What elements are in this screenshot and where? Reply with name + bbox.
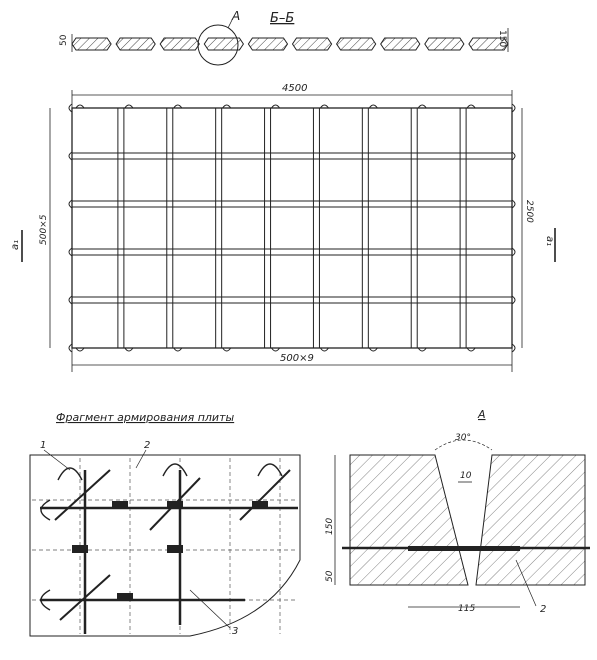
section-label: Б–Б [270, 11, 294, 26]
detail-a: А 30° 10 150 50 115 2 [325, 408, 590, 615]
section-dim-left: 50 [59, 34, 69, 46]
fragment-loop [162, 463, 188, 477]
edge-loop [222, 347, 232, 352]
edge-loop [75, 104, 85, 109]
cut-mark-right: а₁ [544, 236, 555, 246]
fragment-loop [40, 499, 51, 521]
detail-title: А [477, 408, 486, 421]
edge-loop [368, 347, 378, 352]
edge-loop [68, 103, 73, 113]
slab-segment [380, 37, 421, 51]
edge-loop [511, 199, 516, 209]
detail-weld [408, 546, 520, 551]
edge-loop [466, 347, 476, 352]
fragment-loop [40, 589, 51, 611]
fragment-leader-2 [135, 449, 147, 469]
fragment-label-2: 2 [144, 440, 150, 451]
edge-loop [68, 199, 73, 209]
detail-leader [515, 559, 537, 607]
edge-loop [68, 151, 73, 161]
fragment-diagonal [239, 469, 291, 521]
fragment-label-1: 1 [40, 440, 46, 451]
plan-height-dim-right: 2500 [524, 200, 534, 223]
edge-loop [271, 347, 280, 352]
callout-leader [227, 19, 233, 29]
fragment-diagonal [54, 469, 111, 521]
detail-angle: 30° [455, 433, 471, 443]
fragment-weld [117, 593, 133, 601]
plan-outline [71, 107, 513, 349]
callout-circle [197, 24, 239, 66]
slab-segment [71, 37, 112, 51]
section-view: А Б–Б 50 150 [59, 9, 509, 66]
edge-loop [222, 104, 232, 109]
slab-segment [159, 37, 200, 51]
edge-loop [466, 104, 476, 109]
section-dim-right: 150 [497, 30, 507, 47]
slab-segments [71, 37, 509, 51]
edge-loop [511, 103, 516, 113]
fragment-weld [72, 545, 88, 553]
slab-segment [203, 37, 245, 51]
fragment-leader-3 [189, 589, 231, 629]
fragment-leader-1 [43, 449, 71, 471]
edge-loop [511, 247, 516, 257]
plan-grid [68, 103, 516, 353]
edge-loop [173, 104, 183, 109]
callout-label: А [231, 9, 240, 23]
edge-loop [511, 151, 516, 161]
edge-loop [417, 104, 427, 109]
fragment-diagonal [59, 574, 111, 621]
slab-segment [291, 37, 333, 51]
edge-loop [68, 343, 73, 353]
cut-mark-left: а₁ [10, 240, 21, 250]
slab-segment [468, 37, 509, 51]
fragment-weld [252, 501, 268, 509]
slab-segment [115, 37, 156, 51]
detail-gap-top: 10 [460, 471, 472, 481]
edge-loop [368, 104, 378, 109]
slab-segment [335, 37, 377, 51]
plan-length-dim: 500×9 [280, 353, 314, 364]
detail-width: 115 [458, 604, 475, 614]
reinforcement-fragment: Фрагмент армирования плиты 1 2 3 [29, 411, 301, 637]
fragment-weld [167, 501, 183, 509]
edge-loop [320, 347, 329, 352]
fragment-body [32, 458, 298, 634]
edge-loop [124, 347, 134, 352]
detail-block-left [349, 454, 469, 586]
fragment-weld [112, 501, 128, 509]
fragment-loop [57, 467, 83, 481]
fragment-loop [257, 463, 283, 477]
detail-block-right [475, 454, 586, 586]
edge-loop [124, 104, 134, 109]
plan-width-dim: 4500 [282, 83, 307, 94]
fragment-weld [167, 545, 183, 553]
edge-loop [68, 295, 73, 305]
plan-height-dim-left: 500×5 [39, 214, 49, 245]
edge-loop [320, 104, 329, 109]
edge-loop [68, 247, 73, 257]
slab-segment [424, 37, 465, 51]
edge-loop [271, 104, 280, 109]
plan-view: 4500 500×5 2500 а₁ а₁ 500×9 [10, 83, 556, 372]
detail-height: 150 [325, 518, 335, 535]
detail-label: 2 [540, 604, 546, 615]
edge-loop [173, 347, 183, 352]
fragment-outline [29, 454, 301, 637]
edge-loop [75, 347, 85, 352]
detail-angle-arc [434, 439, 493, 451]
edge-loop [511, 343, 516, 353]
fragment-title: Фрагмент армирования плиты [56, 411, 234, 424]
detail-lower: 50 [325, 570, 335, 582]
slab-segment [247, 37, 289, 51]
edge-loop [417, 347, 427, 352]
fragment-label-3: 3 [232, 626, 238, 637]
edge-loop [511, 295, 516, 305]
